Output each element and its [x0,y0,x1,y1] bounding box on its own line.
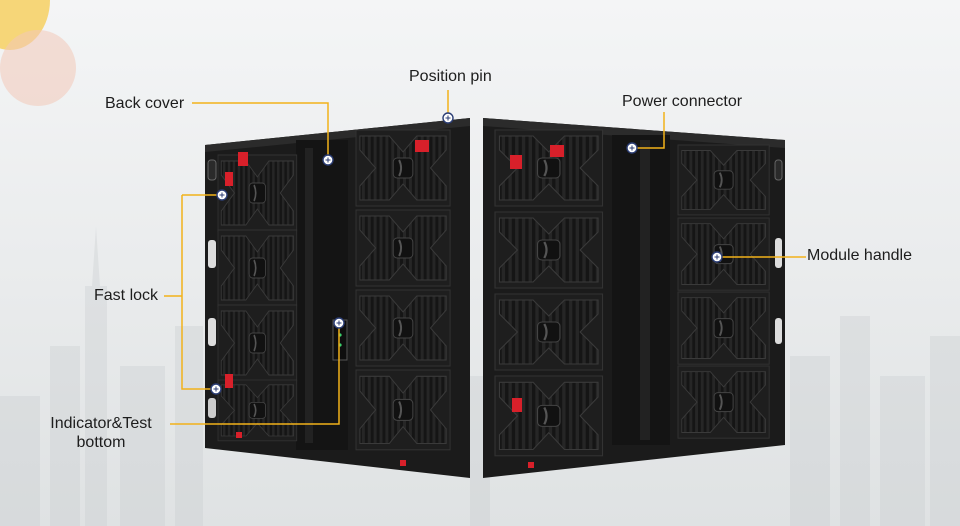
decorative-circle-peach [0,30,76,106]
marker-back-cover [322,154,334,166]
marker-fast-lock-top [216,189,228,201]
callout-lines [164,90,806,425]
label-back-cover: Back cover [105,95,185,112]
label-fast-lock: Fast lock [94,287,159,304]
label-indicator-line2: bottom [76,434,126,451]
marker-power-connector [626,142,638,154]
marker-fast-lock-bottom [210,383,222,395]
label-position-pin: Position pin [409,68,492,85]
label-indicator-line1: Indicator&Test [50,415,152,432]
right-cabinet [483,118,785,478]
callout-markers [210,112,723,395]
marker-module-handle [711,251,723,263]
marker-position-pin [442,112,454,124]
marker-indicator [333,317,345,329]
left-cabinet [205,118,470,478]
label-power-connector: Power connector [622,93,743,110]
label-indicator-test-bottom: Indicator&Test bottom [42,414,160,452]
label-module-handle: Module handle [807,247,912,264]
